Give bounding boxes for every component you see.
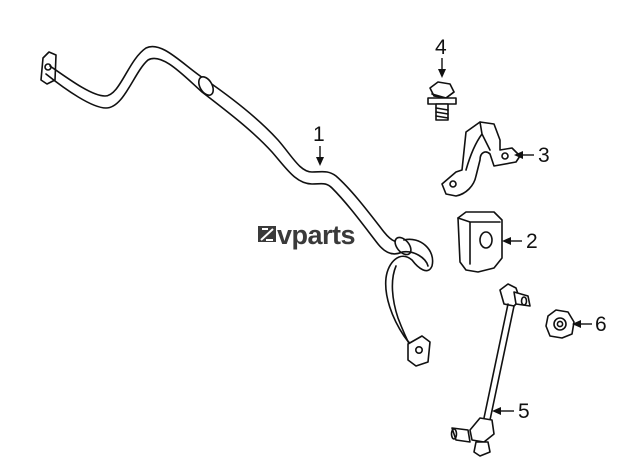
callout-2: 2 xyxy=(502,230,538,253)
callout-3: 3 xyxy=(514,144,550,167)
watermark-text: vparts xyxy=(277,220,355,250)
stabilizer-bar[interactable] xyxy=(40,45,434,367)
bushing[interactable] xyxy=(457,211,503,273)
callout-1: 1 xyxy=(313,123,325,166)
callout-label-4: 4 xyxy=(435,36,447,59)
callout-4: 4 xyxy=(435,36,447,78)
bolt[interactable] xyxy=(427,81,457,121)
callout-6: 6 xyxy=(572,313,607,336)
callout-5: 5 xyxy=(492,400,530,423)
callout-label-6: 6 xyxy=(595,313,607,336)
callout-label-3: 3 xyxy=(538,144,550,167)
callout-label-5: 5 xyxy=(518,400,530,423)
watermark-logo: vparts xyxy=(258,220,356,250)
bushing-bracket[interactable] xyxy=(441,121,521,197)
callout-label-1: 1 xyxy=(313,123,325,146)
callout-label-2: 2 xyxy=(526,230,538,253)
nut[interactable] xyxy=(545,309,575,339)
stabilizer-link[interactable] xyxy=(450,283,531,457)
